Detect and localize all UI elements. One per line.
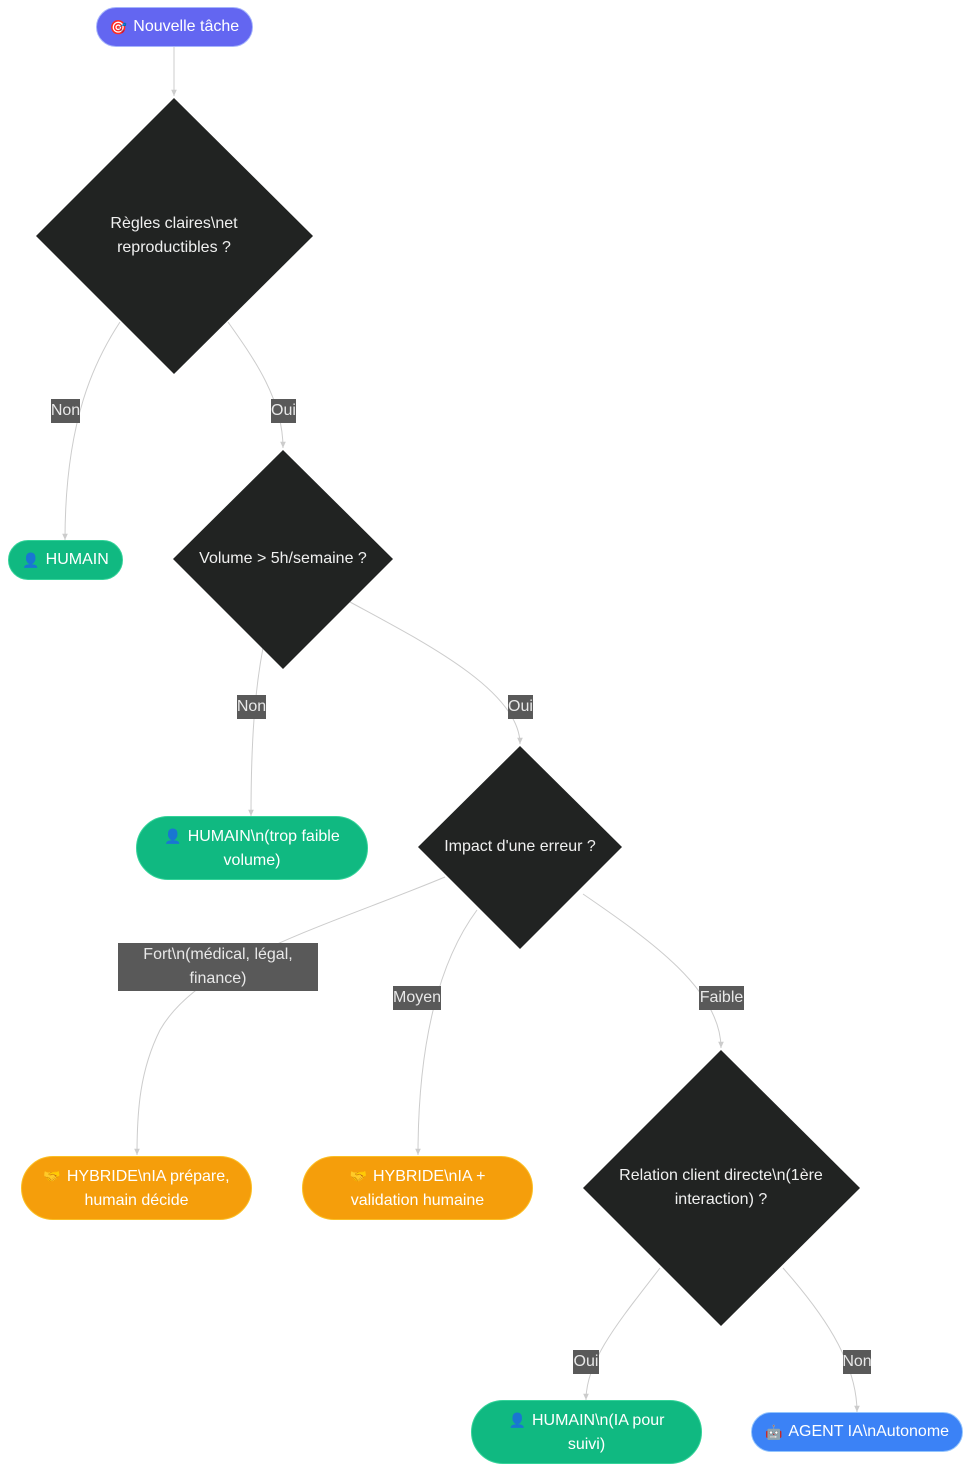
edge-label-d1-oui: Oui xyxy=(271,399,296,423)
edge-label-d4-oui: Oui xyxy=(573,1350,599,1374)
edge-d2-human2 xyxy=(248,647,264,817)
decision-diamond-volume xyxy=(173,450,393,669)
edge-d1-d2 xyxy=(227,321,286,449)
edge-d1-human1 xyxy=(62,321,121,541)
outcome-agent-ia: 🤖 AGENT IA\nAutonome xyxy=(751,1412,963,1452)
outcome-humain-faible-volume: 👤 HUMAIN\n(trop faible volume) xyxy=(136,816,368,880)
outcome-hybride-validation-label: HYBRIDE\nIA + validation humaine xyxy=(350,1167,486,1209)
edge-d4-agent xyxy=(782,1267,860,1413)
outcome-humain-faible-volume-text: 👤 HUMAIN\n(trop faible volume) xyxy=(157,824,347,873)
outcome-humain-faible-volume-label: HUMAIN\n(trop faible volume) xyxy=(187,827,340,869)
outcome-hybride-ia-prepare-label: HYBRIDE\nIA prépare, humain décide xyxy=(66,1167,230,1209)
target-icon: 🎯 xyxy=(109,19,128,35)
outcome-humain-label: HUMAIN xyxy=(45,551,109,568)
decision-diamond-impact xyxy=(418,746,622,949)
outcome-hybride-ia-prepare: 🤝 HYBRIDE\nIA prépare, humain décide xyxy=(21,1156,252,1220)
outcome-humain-ia-suivi: 👤 HUMAIN\n(IA pour suivi) xyxy=(471,1400,702,1464)
edge-d4-human3 xyxy=(583,1267,661,1401)
edge-d3-hybrid1 xyxy=(134,876,446,1156)
outcome-humain-ia-suivi-label: HUMAIN\n(IA pour suivi) xyxy=(531,1411,665,1453)
outcome-hybride-ia-prepare-text: 🤝 HYBRIDE\nIA prépare, humain décide xyxy=(40,1164,233,1213)
edge-label-d2-oui: Oui xyxy=(508,695,533,719)
outcome-humain: 👤 HUMAIN xyxy=(8,540,123,580)
person-icon: 👤 xyxy=(22,552,40,568)
outcome-hybride-validation-text: 🤝HYBRIDE\nIA + validation humaine xyxy=(329,1164,506,1213)
edge-d3-d4 xyxy=(582,893,724,1049)
decision-diamond-regles xyxy=(36,98,313,374)
decision-diamond-relation xyxy=(583,1050,860,1326)
robot-icon: 🤖 xyxy=(764,1424,783,1440)
edge-d3-hybrid2 xyxy=(415,909,478,1156)
start-node-label: Nouvelle tâche xyxy=(133,18,240,35)
outcome-humain-ia-suivi-text: 👤 HUMAIN\n(IA pour suivi) xyxy=(502,1408,671,1457)
edge-label-d3-fort: Fort\n(médical, légal, finance) xyxy=(118,943,318,991)
person-icon: 👤 xyxy=(164,827,182,844)
start-node: 🎯 Nouvelle tâche xyxy=(96,7,253,47)
person-icon: 👤 xyxy=(508,1411,526,1428)
edge-label-d3-faible: Faible xyxy=(699,986,744,1010)
edge-label-d1-non: Non xyxy=(51,399,80,423)
edge-d2-d3 xyxy=(349,601,523,745)
outcome-agent-ia-label: AGENT IA\nAutonome xyxy=(788,1423,950,1440)
edge-label-d2-non: Non xyxy=(237,695,266,719)
edge-label-d4-non: Non xyxy=(842,1350,872,1374)
outcome-hybride-validation: 🤝HYBRIDE\nIA + validation humaine xyxy=(302,1156,533,1220)
edge-label-d3-moyen: Moyen xyxy=(393,986,441,1010)
handshake-icon: 🤝 xyxy=(349,1167,367,1184)
handshake-icon: 🤝 xyxy=(43,1167,61,1184)
